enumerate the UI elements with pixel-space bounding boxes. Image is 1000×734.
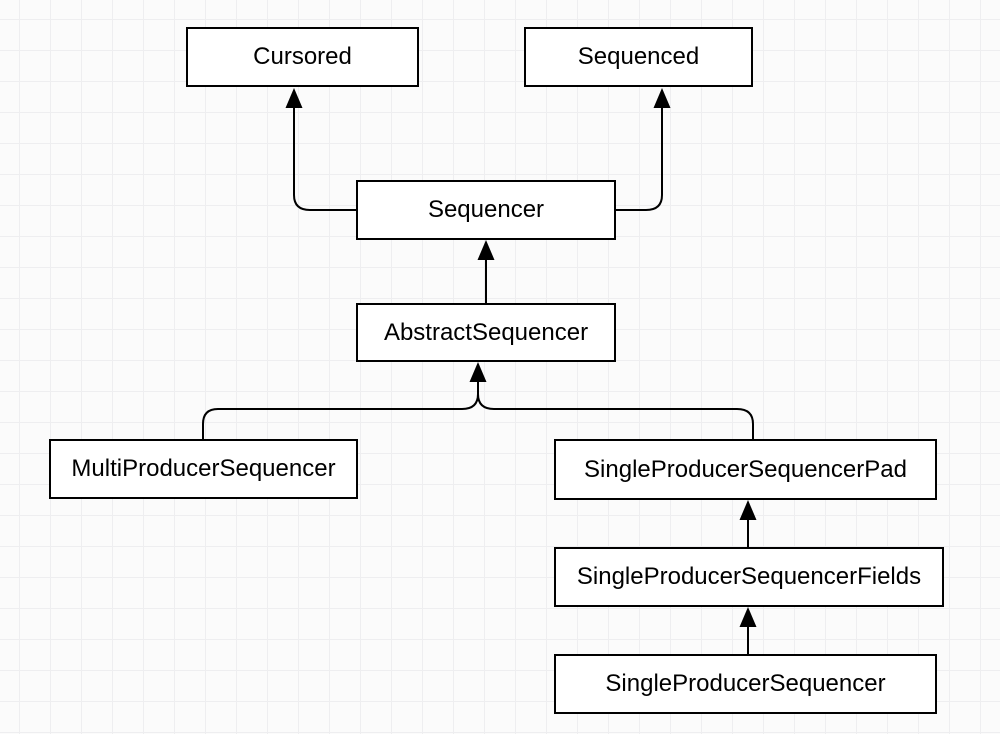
arrowhead-icon (653, 88, 671, 108)
edge-multiproducersequencer-to-abstractsequencer (202, 366, 479, 439)
node-label: Cursored (253, 43, 352, 70)
node-single-producer-sequencer: SingleProducerSequencer (554, 654, 937, 714)
node-abstract-sequencer: AbstractSequencer (356, 303, 616, 362)
node-sequencer: Sequencer (356, 180, 616, 240)
arrowhead-icon (477, 240, 495, 260)
arrowhead-icon (285, 88, 303, 108)
node-label: Sequenced (577, 43, 700, 70)
node-label: SingleProducerSequencerPad (584, 455, 907, 483)
node-label: SingleProducerSequencerFields (576, 563, 922, 590)
edge-sequencer-to-cursored (293, 92, 356, 211)
arrowhead-icon (469, 362, 487, 382)
edge-sequencer-to-sequenced (616, 92, 663, 211)
node-label: MultiProducerSequencer (71, 455, 336, 482)
node-single-producer-sequencer-fields: SingleProducerSequencerFields (554, 547, 944, 607)
node-label: SingleProducerSequencer (605, 670, 886, 697)
node-label: Sequencer (427, 196, 545, 223)
node-multi-producer-sequencer: MultiProducerSequencer (49, 439, 358, 499)
node-label: AbstractSequencer (383, 318, 589, 346)
node-sequenced: Sequenced (524, 27, 753, 87)
node-cursored: Cursored (186, 27, 419, 87)
arrowhead-icon (739, 500, 757, 520)
arrowhead-icon (739, 607, 757, 627)
edge-singleproducersequencerpad-to-abstractsequencer (477, 366, 754, 439)
node-single-producer-sequencer-pad: SingleProducerSequencerPad (554, 439, 937, 500)
